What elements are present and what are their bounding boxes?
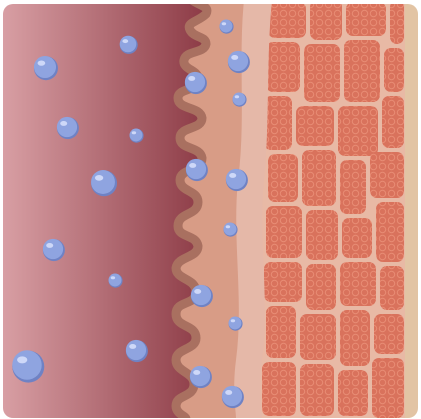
muscle-cell <box>302 150 336 206</box>
muscle-cell <box>342 218 372 258</box>
muscle-cell <box>346 2 386 36</box>
muscle-cell <box>380 266 404 310</box>
muscle-cell <box>266 306 296 358</box>
muscle-cell <box>372 358 404 418</box>
muscle-cell <box>310 0 342 40</box>
muscle-cell <box>384 48 404 92</box>
muscle-cell <box>300 364 334 416</box>
muscle-cell <box>266 42 300 92</box>
muscle-cell <box>264 262 302 302</box>
muscle-cell <box>268 154 298 202</box>
muscle-cell <box>376 202 404 262</box>
muscle-cell <box>340 160 366 214</box>
muscle-cell <box>338 370 368 416</box>
muscle-cell <box>340 310 370 366</box>
muscle-cell <box>306 210 338 260</box>
muscle-cell <box>264 96 292 150</box>
muscle-cell <box>304 44 340 102</box>
muscle-cell <box>370 152 404 198</box>
muscle-cell <box>340 262 376 306</box>
muscle-cell <box>296 106 334 146</box>
muscle-cell <box>344 40 380 102</box>
muscle-cell <box>268 2 306 38</box>
muscle-cell <box>266 206 302 258</box>
muscle-cell <box>374 314 404 354</box>
muscle-cell <box>300 314 336 360</box>
muscle-cell <box>390 0 404 44</box>
muscle-cell <box>262 362 296 416</box>
muscle-cell <box>306 264 336 310</box>
muscle-cell <box>338 106 378 156</box>
muscle-cell <box>382 96 404 148</box>
